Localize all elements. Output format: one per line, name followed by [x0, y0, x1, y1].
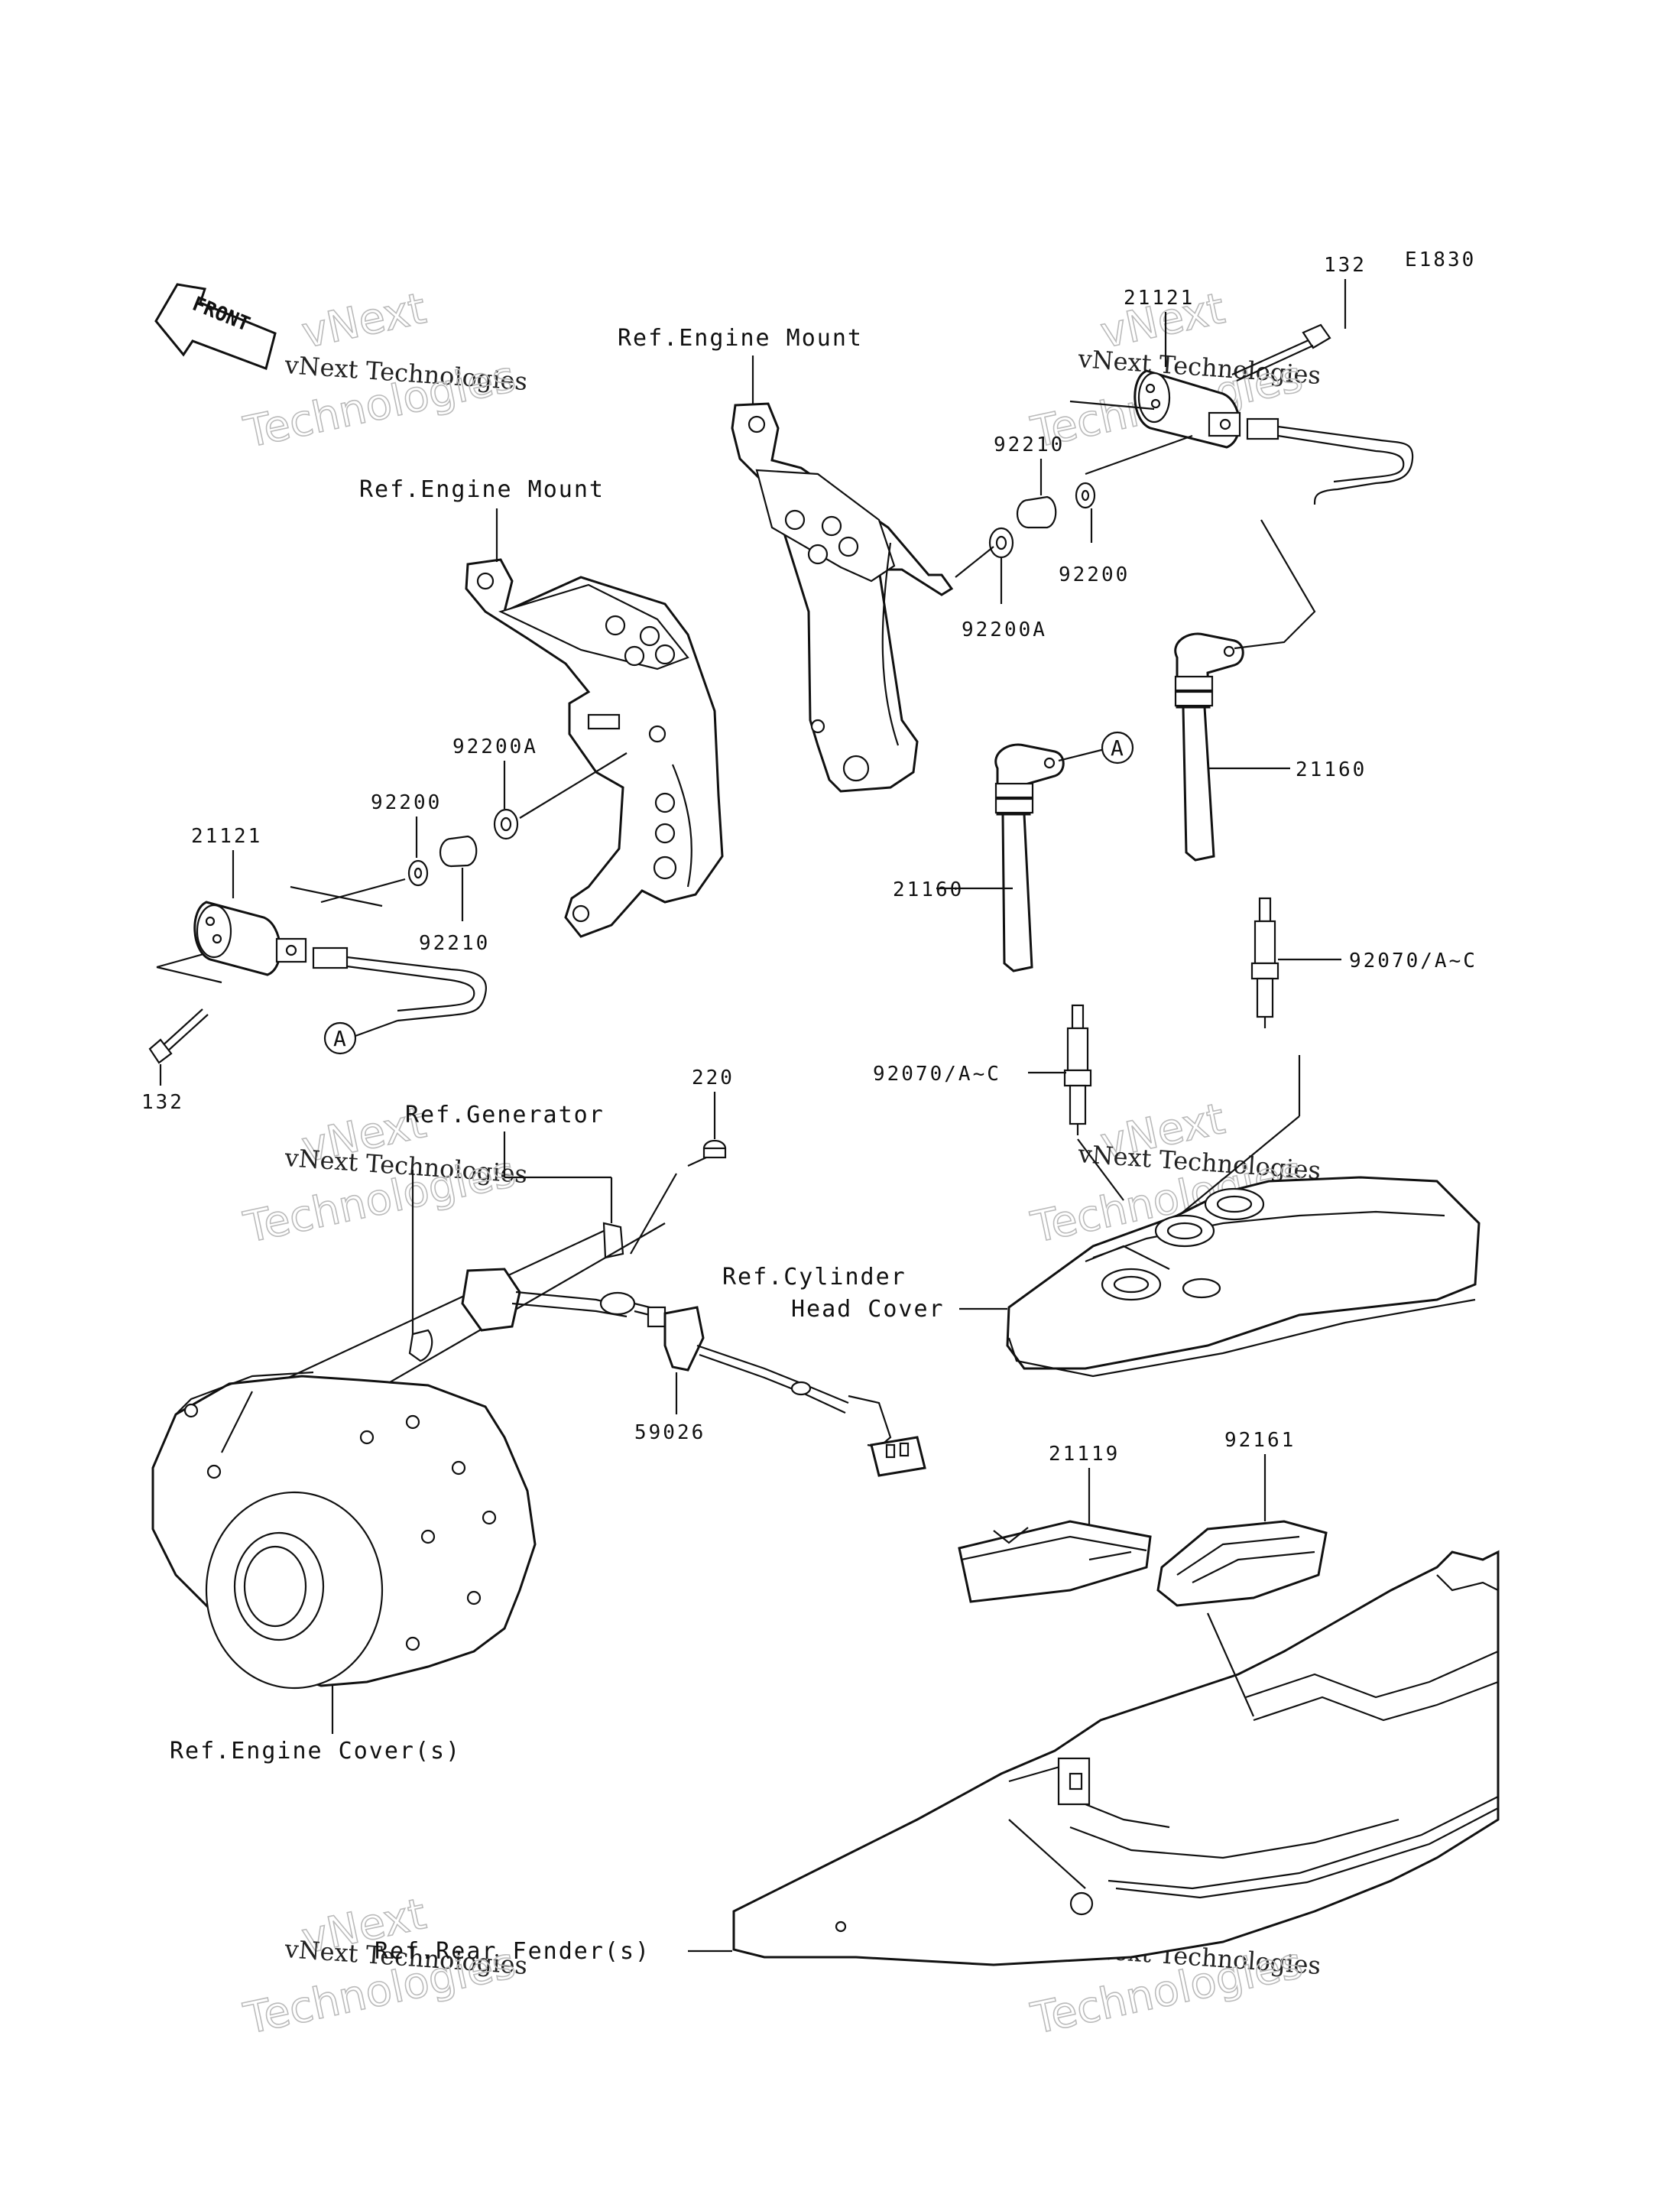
label-ref-cylinder-1: Ref.Cylinder	[722, 1264, 906, 1291]
washer-92200-top	[1075, 482, 1096, 509]
label-ref-engine-mount-top: Ref.Engine Mount	[618, 325, 863, 352]
leader-line	[1088, 1550, 1132, 1561]
label-59026: 59026	[634, 1421, 705, 1444]
label-220: 220	[692, 1067, 735, 1089]
label-92200-left: 92200	[371, 791, 442, 814]
stick-coil-21160-left	[994, 743, 1065, 972]
marker-a-letter: A	[1111, 735, 1124, 761]
spark-plug-right	[1250, 897, 1279, 1028]
marker-a-letter: A	[333, 1026, 346, 1051]
label-92161: 92161	[1224, 1429, 1296, 1452]
bolt-132-left	[148, 1008, 209, 1064]
label-92200a-top: 92200A	[962, 618, 1047, 641]
screw-220	[687, 1139, 727, 1167]
leader-line	[290, 885, 383, 907]
reference-marker-a-left: A	[323, 1019, 398, 1055]
cylinder-head-cover	[1006, 1176, 1481, 1378]
label-21160-right: 21160	[1296, 758, 1367, 781]
leader-line	[320, 878, 406, 904]
label-21121-top: 21121	[1124, 287, 1195, 310]
leader-line	[1069, 400, 1155, 411]
label-ref-rear-fender: Ref.Rear Fender(s)	[375, 1938, 650, 1965]
label-132-top: 132	[1324, 254, 1367, 277]
label-21160-left: 21160	[893, 878, 964, 901]
reference-marker-a-top: A	[1058, 731, 1134, 765]
stick-coil-21160-right	[1174, 519, 1316, 862]
label-92070-left: 92070/A~C	[873, 1063, 1001, 1086]
spark-plug-left	[1063, 1004, 1092, 1135]
label-92210-top: 92210	[994, 433, 1065, 456]
label-92200-top: 92200	[1059, 563, 1130, 586]
watermark-bottom-left: vNext vNext Technologies Technologies	[239, 1888, 529, 2044]
rear-fender	[732, 1550, 1500, 1966]
leader-line	[156, 966, 222, 984]
diagram-code: E1830	[1405, 248, 1476, 271]
ignition-coil-top	[1134, 369, 1414, 505]
engine-cover	[151, 1371, 537, 1690]
label-21121-left: 21121	[191, 825, 262, 848]
leader-line	[1077, 1138, 1124, 1201]
leader-line	[630, 1173, 677, 1255]
watermark-vnext: vNext	[297, 284, 430, 359]
engine-mount-bracket-top	[731, 402, 954, 793]
label-ref-cylinder-2: Head Cover	[791, 1296, 945, 1323]
label-21119: 21119	[1049, 1443, 1120, 1466]
label-92070-right: 92070/A~C	[1349, 950, 1477, 972]
case-92161	[1156, 1520, 1328, 1607]
washer-92200a-left	[493, 808, 519, 840]
washer-92200-left	[407, 859, 429, 887]
ecu-21119	[958, 1520, 1152, 1603]
washer-92200a-top	[988, 527, 1014, 559]
label-ref-engine-cover: Ref.Engine Cover(s)	[170, 1738, 461, 1765]
leader-line	[1085, 434, 1193, 476]
leader-line	[519, 752, 628, 819]
leader-line	[1169, 1115, 1300, 1224]
leader-line	[1206, 1612, 1255, 1717]
label-92210-left: 92210	[419, 932, 490, 955]
label-ref-engine-mount-left: Ref.Engine Mount	[359, 476, 605, 503]
label-132-left: 132	[141, 1091, 184, 1114]
ignition-coil-left	[193, 901, 488, 1022]
bolt-132-top	[1231, 323, 1331, 381]
connector-59026	[634, 1302, 926, 1477]
engine-mount-bracket-left	[465, 558, 724, 938]
collar-92210-top	[1016, 495, 1057, 529]
pickup-coil-sensor	[461, 1268, 636, 1332]
collar-92210-left	[439, 835, 478, 868]
label-ref-generator: Ref.Generator	[405, 1102, 605, 1128]
watermark-top-left: vNext vNext Technologies Technologies	[239, 283, 529, 458]
front-arrow-icon: FRONT	[154, 283, 277, 370]
label-92200a-left: 92200A	[452, 735, 538, 758]
leader-line	[955, 546, 994, 578]
